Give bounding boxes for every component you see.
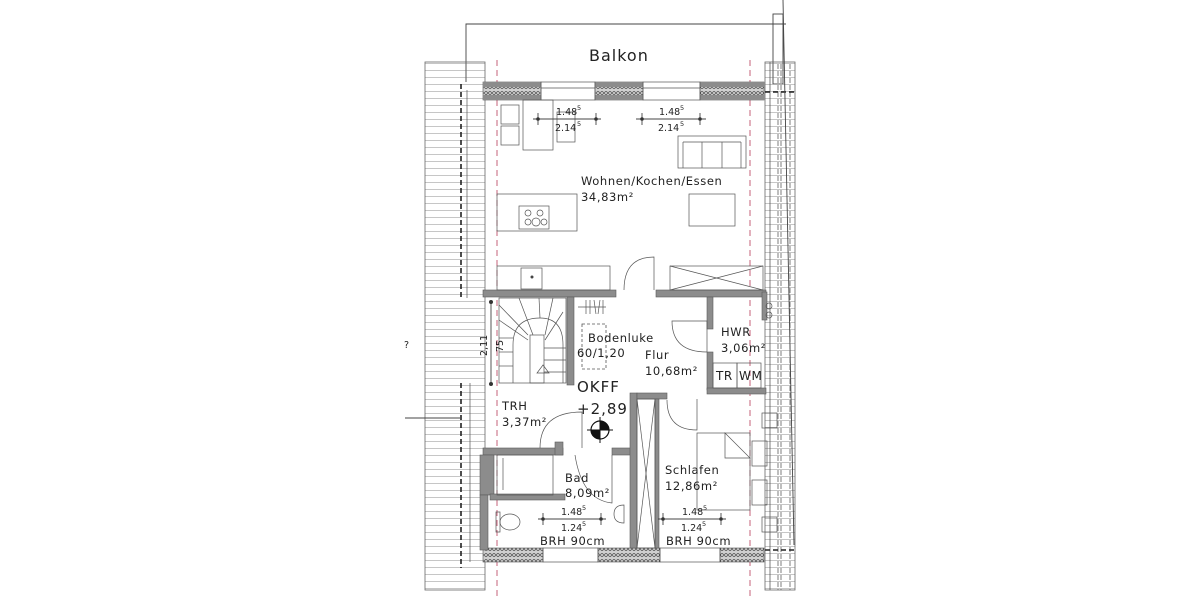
sofa bbox=[677, 135, 747, 169]
svg-text:5: 5 bbox=[577, 120, 581, 128]
level-value: +2,89 bbox=[577, 400, 628, 418]
room-name-schlafen: Schlafen bbox=[665, 463, 719, 477]
stair-height-dim: 2,11 bbox=[479, 335, 490, 356]
room-name-flur: Flur bbox=[645, 348, 669, 362]
svg-text:5: 5 bbox=[703, 504, 707, 512]
svg-text:5: 5 bbox=[582, 504, 586, 512]
room-name-wohnen: Wohnen/Kochen/Essen bbox=[581, 174, 722, 188]
room-area-flur: 10,68m² bbox=[645, 364, 698, 378]
doors bbox=[539, 256, 708, 504]
living-furniture bbox=[496, 99, 764, 291]
svg-text:1.48: 1.48 bbox=[556, 107, 577, 118]
bottom-wall bbox=[482, 547, 765, 563]
svg-text:5: 5 bbox=[577, 104, 581, 112]
attic-hatch bbox=[578, 299, 607, 370]
svg-text:2.14: 2.14 bbox=[658, 123, 679, 134]
bed bbox=[696, 412, 778, 533]
attic-hatch-size: 60/1,20 bbox=[577, 346, 625, 360]
door-hwr bbox=[671, 320, 708, 353]
room-name-bad: Bad bbox=[565, 471, 589, 485]
dryer-label: TR bbox=[715, 369, 733, 383]
svg-text:BRH 90cm: BRH 90cm bbox=[540, 534, 605, 548]
balcony: Balkon bbox=[465, 13, 786, 85]
kitchen-island bbox=[496, 193, 578, 232]
svg-text:5: 5 bbox=[680, 104, 684, 112]
room-name-hwr: HWR bbox=[721, 325, 751, 339]
washer-label: WM bbox=[739, 369, 762, 383]
door-living bbox=[623, 256, 655, 291]
window-dim-living-left: 1.48 5 2.14 5 bbox=[533, 104, 601, 134]
bathroom-fixtures bbox=[495, 454, 625, 533]
level-label: OKFF bbox=[577, 378, 620, 396]
door-bad bbox=[574, 454, 613, 504]
svg-text:1.24: 1.24 bbox=[561, 523, 582, 534]
chair bbox=[500, 125, 520, 146]
washer bbox=[736, 362, 762, 389]
svg-text:1.24: 1.24 bbox=[681, 523, 702, 534]
svg-text:5: 5 bbox=[582, 520, 586, 528]
svg-text:1.48: 1.48 bbox=[659, 107, 680, 118]
window-dim-schlafen: 1.48 5 1.24 5 BRH 90cm bbox=[658, 504, 731, 548]
coffee-table bbox=[688, 193, 736, 227]
svg-text:BRH 90cm: BRH 90cm bbox=[666, 534, 731, 548]
toilet-tank bbox=[495, 511, 501, 533]
staircase: 2,11 75 bbox=[479, 297, 567, 386]
door-trh bbox=[539, 411, 583, 449]
room-labels: Wohnen/Kochen/Essen 34,83m² TRH 3,37m² F… bbox=[501, 174, 766, 500]
toilet bbox=[499, 513, 521, 531]
level-marker: OKFF +2,89 bbox=[577, 378, 628, 443]
balcony-label: Balkon bbox=[589, 46, 649, 65]
cooktop bbox=[518, 205, 550, 230]
roof-left: ? bbox=[404, 61, 486, 591]
chair bbox=[500, 104, 520, 125]
edge-mark: ? bbox=[404, 340, 409, 351]
window-dim-bad: 1.48 5 1.24 5 BRH 90cm bbox=[538, 504, 606, 548]
svg-text:1.48: 1.48 bbox=[561, 507, 582, 518]
attic-hatch-label: Bodenluke bbox=[588, 331, 654, 345]
stair-width-dim: 75 bbox=[495, 340, 506, 352]
svg-text:5: 5 bbox=[680, 120, 684, 128]
sink bbox=[520, 267, 543, 290]
room-area-schlafen: 12,86m² bbox=[665, 479, 718, 493]
roof-right bbox=[764, 0, 796, 591]
door-schlafen bbox=[666, 399, 698, 431]
hallway-cupboard bbox=[636, 398, 656, 549]
window-living-left bbox=[540, 81, 596, 101]
svg-text:5: 5 bbox=[702, 520, 706, 528]
window-dim-living-right: 1.48 5 2.14 5 bbox=[636, 104, 706, 134]
top-wall bbox=[482, 81, 765, 101]
dining-table bbox=[522, 99, 554, 151]
hwr-appliances: TR WM bbox=[712, 302, 773, 389]
interior-walls bbox=[479, 289, 768, 551]
room-area-bad: 8,09m² bbox=[565, 486, 610, 500]
room-name-trh: TRH bbox=[501, 399, 527, 413]
room-area-wohnen: 34,83m² bbox=[581, 190, 634, 204]
window-bad bbox=[542, 547, 599, 563]
svg-text:2.14: 2.14 bbox=[555, 123, 576, 134]
kitchen-counter bbox=[496, 265, 611, 291]
window-schlafen bbox=[659, 547, 721, 563]
svg-text:1.48: 1.48 bbox=[682, 507, 703, 518]
washbasin bbox=[613, 504, 625, 524]
window-living-right bbox=[642, 81, 701, 101]
bathtub bbox=[496, 454, 554, 496]
wardrobe bbox=[669, 265, 764, 291]
room-area-hwr: 3,06m² bbox=[721, 341, 766, 355]
room-area-trh: 3,37m² bbox=[502, 415, 547, 429]
